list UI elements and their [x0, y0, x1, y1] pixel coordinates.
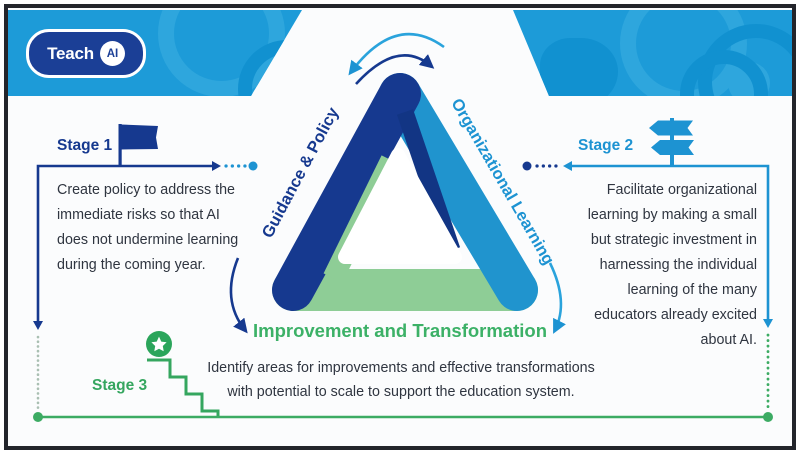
cycle-arrow-outer	[348, 32, 445, 76]
arrow-left-icon	[563, 161, 572, 171]
stage2-line: Facilitate organizational	[606, 182, 757, 198]
stage2-label: Stage 2	[578, 137, 634, 154]
triangle-logo	[272, 73, 538, 311]
cycle-arrow-inner	[355, 54, 435, 85]
connector-dot	[248, 161, 258, 171]
brand-ai-badge: AI	[99, 41, 125, 66]
stage1-line: Create policy to address the	[57, 182, 236, 198]
arrow-down-icon	[763, 319, 773, 328]
cycle-arrow-bottom-left	[229, 257, 248, 334]
stage2-line: learning by making a small	[587, 207, 757, 223]
stage1-description: Create policy to address the immediate r…	[57, 178, 238, 278]
cycle-arrow-bottom-right	[548, 262, 566, 334]
stage3-description: Identify areas for improvements and effe…	[195, 356, 607, 404]
stage2-line: educators already excited	[594, 307, 757, 323]
stage2-description: Facilitate organizational learning by ma…	[560, 178, 757, 353]
stage1-line: does not undermine learning	[57, 232, 239, 248]
stage1-line: during the coming year.	[57, 257, 206, 273]
stage3-line: with potential to scale to support the e…	[227, 384, 575, 400]
banner-right	[513, 10, 792, 96]
stage2-line: learning of the many	[627, 282, 757, 298]
stage2-line: but strategic investment in	[590, 232, 757, 248]
arrow-right-icon	[212, 161, 221, 171]
stairs-star-icon	[146, 331, 220, 416]
triangle-left-band	[272, 73, 421, 311]
triangle-right-band	[379, 73, 538, 311]
stage1-connector	[33, 161, 258, 422]
star-icon	[151, 336, 167, 352]
banner-swirl	[540, 38, 618, 96]
triangle-hole	[338, 148, 462, 264]
stage3-label: Stage 3	[92, 377, 148, 394]
improvement-transformation-label: Improvement and Transformation	[253, 320, 547, 341]
signpost-icon	[649, 118, 694, 167]
stage1-label: Stage 1	[57, 137, 113, 154]
triangle-ring	[272, 73, 538, 311]
teachai-logo: Teach AI	[26, 29, 146, 78]
brand-name: Teach	[47, 43, 94, 63]
flag-icon	[118, 124, 158, 167]
cycle-arrows	[229, 32, 566, 334]
connector-dot	[522, 161, 532, 171]
stage1-line: immediate risks so that AI	[57, 207, 220, 223]
stage2-line: about AI.	[700, 332, 757, 348]
stage3-line: Identify areas for improvements and effe…	[207, 360, 595, 376]
arrow-down-icon	[33, 321, 43, 330]
stage2-line: harnessing the individual	[599, 257, 757, 273]
